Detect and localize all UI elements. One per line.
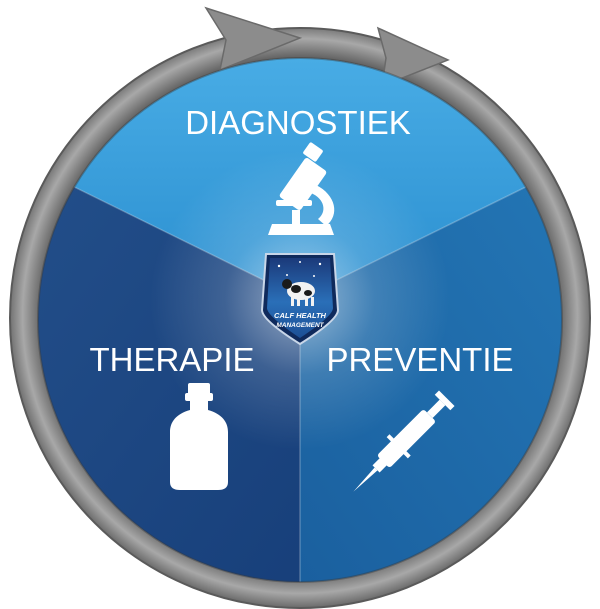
label-preventie: PREVENTIE [326, 341, 513, 378]
badge-text-line2: MANAGEMENT [276, 322, 324, 329]
stars-icon [277, 261, 322, 277]
arrow-head-left [204, 6, 303, 72]
microscope-icon [268, 142, 335, 235]
label-therapie: THERAPIE [89, 341, 254, 378]
medicine-bottle-icon [170, 383, 228, 490]
badge-text-line1: CALF HEALTH [274, 311, 327, 320]
calf-icon [282, 279, 315, 306]
syringe-icon [353, 390, 455, 492]
calf-health-badge: CALF HEALTH MANAGEMENT [260, 253, 340, 346]
cycle-arrows [204, 6, 450, 88]
label-diagnostiek: DIAGNOSTIEK [185, 104, 411, 141]
